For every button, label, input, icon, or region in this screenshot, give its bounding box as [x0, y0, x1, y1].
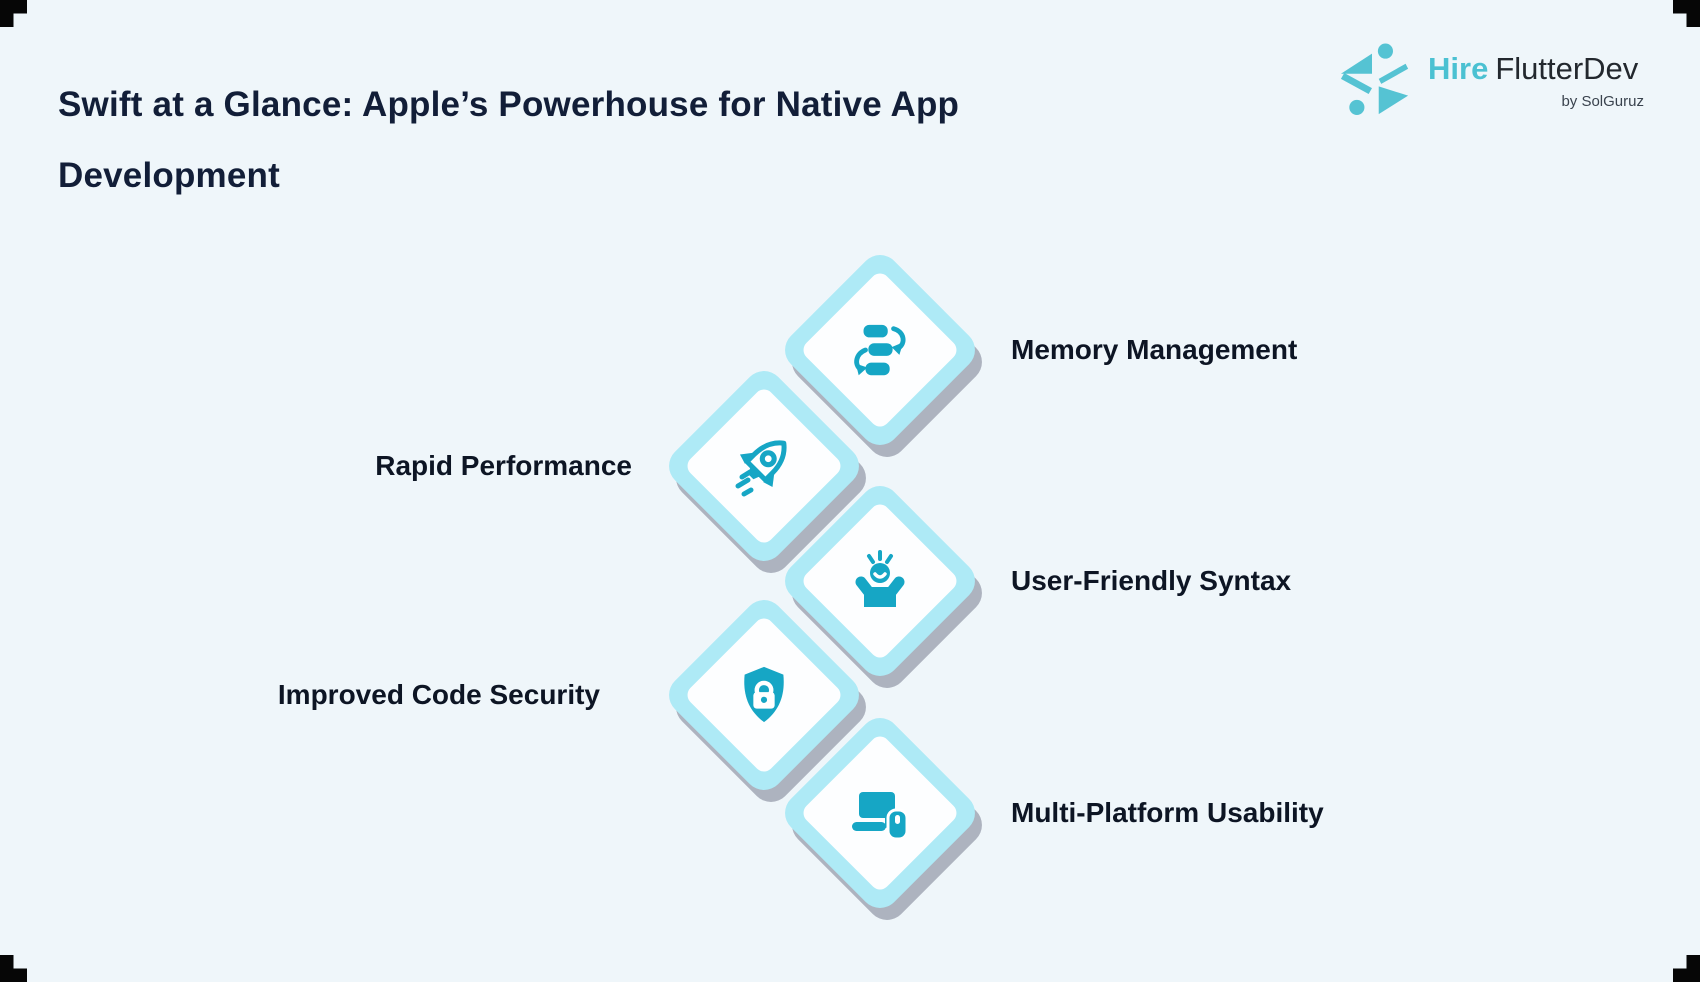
label-improved-code-security: Improved Code Security: [277, 679, 600, 710]
diamond-multi-platform-usability: [776, 709, 984, 917]
rocket-icon: [731, 433, 797, 499]
corner-mark-top-right: [1673, 0, 1700, 27]
label-memory-management: Memory Management: [1011, 334, 1298, 365]
corner-mark-top-left: [0, 0, 27, 27]
logo-hire-text: Hire: [1428, 51, 1489, 86]
label-multi-platform-usability: Multi-Platform Usability: [1011, 797, 1324, 828]
happy-user-icon: [848, 549, 912, 613]
diamond-improved-code-security: [660, 591, 868, 799]
diamond-rapid-performance: [660, 362, 868, 570]
corner-mark-bottom-left: [0, 955, 27, 982]
label-user-friendly-syntax: User-Friendly Syntax: [1011, 565, 1292, 596]
logo-brand-text: FlutterDev: [1495, 51, 1639, 86]
logo-byline: by SolGuruz: [1561, 93, 1644, 110]
diamond-memory-management: [776, 246, 984, 454]
corner-mark-bottom-right: [1673, 955, 1700, 982]
devices-icon: [847, 780, 913, 846]
hire-flutterdev-logo-icon: [1340, 43, 1409, 115]
page-title: Swift at a Glance: Apple’s Powerhouse fo…: [58, 85, 960, 196]
label-rapid-performance: Rapid Performance: [375, 450, 632, 481]
workflow-arrows-icon: [849, 319, 911, 381]
shield-lock-icon: [733, 664, 795, 726]
diamond-user-friendly-syntax: [776, 477, 984, 685]
